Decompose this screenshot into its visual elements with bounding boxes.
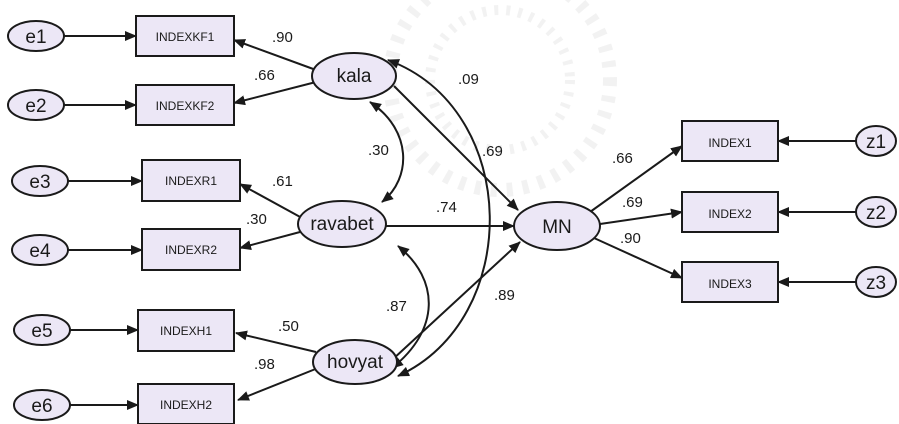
path-hovyat-indexh2 (237, 367, 319, 401)
path-ravabet-indexr2 (239, 231, 301, 250)
coefficients: .90 .66 .61 .30 .50 .98 .30 .09 .87 .69 … (246, 29, 643, 373)
svg-text:z1: z1 (866, 132, 886, 153)
error-e3: e3 (11, 165, 69, 197)
coef-ravabet-indexr1: .61 (272, 173, 293, 190)
svg-text:e4: e4 (29, 241, 51, 262)
coef-hovyat-indexh2: .98 (254, 356, 275, 373)
error-terms: e1 e2 e3 e4 e5 e6 z1 z2 (7, 20, 897, 421)
indicator-indexr1: INDEXR1 (141, 159, 241, 202)
svg-text:INDEXKF2: INDEXKF2 (156, 99, 215, 113)
svg-text:z2: z2 (866, 203, 886, 224)
error-e2: e2 (7, 89, 65, 121)
path-kala-mn (393, 85, 519, 211)
error-e5: e5 (13, 314, 71, 346)
svg-text:INDEXR2: INDEXR2 (165, 243, 217, 257)
error-z3: z3 (855, 266, 897, 298)
latent-hovyat: hovyat (312, 339, 398, 385)
path-hovyat-mn (391, 241, 521, 361)
path-mn-index1 (589, 145, 683, 213)
watermark-seal (383, 0, 617, 197)
paths (64, 31, 857, 410)
error-z2: z2 (855, 196, 897, 228)
svg-text:kala: kala (337, 66, 372, 87)
path-kala-indexkf1 (233, 39, 317, 71)
svg-text:e3: e3 (29, 172, 50, 193)
indicators: INDEXKF1 INDEXKF2 INDEXR1 INDEXR2 INDEXH… (135, 15, 779, 424)
coef-mn-index1: .66 (612, 150, 633, 167)
error-e6: e6 (13, 389, 71, 421)
svg-text:INDEX2: INDEX2 (708, 207, 752, 221)
coef-ravabet-indexr2: .30 (246, 211, 267, 228)
coef-kala-ravabet: .30 (368, 142, 389, 159)
path-kala-indexkf2 (233, 81, 317, 106)
svg-text:hovyat: hovyat (327, 352, 384, 373)
coef-ravabet-hovyat: .87 (386, 298, 407, 315)
latent-kala: kala (311, 52, 397, 100)
path-mn-index2 (599, 208, 683, 225)
svg-text:e6: e6 (31, 396, 52, 417)
error-e4: e4 (11, 234, 69, 266)
svg-text:INDEXKF1: INDEXKF1 (156, 30, 215, 44)
svg-text:z3: z3 (866, 273, 886, 294)
path-ravabet-indexr1 (239, 183, 303, 219)
latent-mn: MN (513, 201, 601, 251)
svg-text:e1: e1 (25, 27, 46, 48)
svg-text:ravabet: ravabet (310, 214, 374, 235)
indicator-index2: INDEX2 (681, 191, 779, 233)
coef-hovyat-indexh1: .50 (278, 318, 299, 335)
indicator-indexkf1: INDEXKF1 (135, 15, 235, 57)
error-e1: e1 (7, 20, 65, 52)
coef-mn-index3: .90 (620, 230, 641, 247)
latent-ravabet: ravabet (297, 200, 387, 248)
path-mn-index3 (593, 237, 683, 279)
indicator-indexh1: INDEXH1 (137, 309, 235, 352)
coef-hovyat-mn: .89 (494, 287, 515, 304)
coef-kala-indexkf1: .90 (272, 29, 293, 46)
svg-text:INDEX3: INDEX3 (708, 277, 752, 291)
cov-kala-hovyat (387, 59, 491, 377)
svg-text:e2: e2 (25, 96, 46, 117)
coef-ravabet-mn: .74 (436, 199, 457, 216)
indicator-index1: INDEX1 (681, 120, 779, 162)
coef-kala-mn: .69 (482, 143, 503, 160)
indicator-indexh2: INDEXH2 (137, 383, 235, 424)
coef-kala-indexkf2: .66 (254, 67, 275, 84)
path-hovyat-indexh1 (235, 330, 317, 353)
indicator-index3: INDEX3 (681, 261, 779, 303)
svg-text:INDEXH2: INDEXH2 (160, 398, 212, 412)
indicator-indexr2: INDEXR2 (141, 228, 241, 271)
svg-text:INDEXH1: INDEXH1 (160, 324, 212, 338)
indicator-indexkf2: INDEXKF2 (135, 84, 235, 126)
coef-mn-index2: .69 (622, 194, 643, 211)
error-z1: z1 (855, 125, 897, 157)
svg-text:MN: MN (542, 217, 572, 238)
latent-variables: kala ravabet hovyat MN (297, 52, 601, 385)
svg-text:INDEXR1: INDEXR1 (165, 174, 217, 188)
svg-text:INDEX1: INDEX1 (708, 136, 752, 150)
svg-text:e5: e5 (31, 321, 52, 342)
coef-kala-hovyat: .09 (458, 71, 479, 88)
